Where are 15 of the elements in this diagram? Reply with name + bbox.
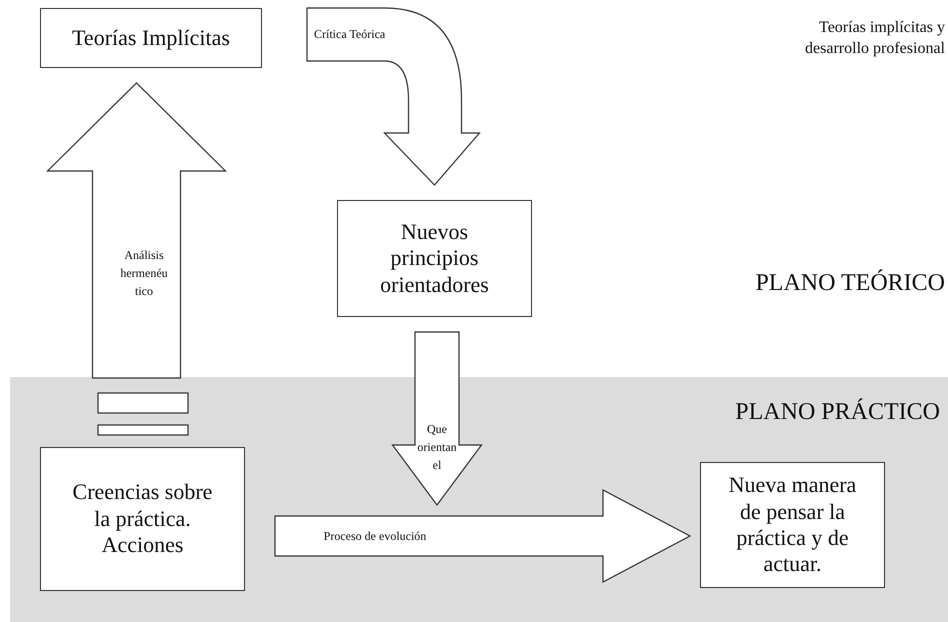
edge-label: Proceso de evolución [322, 528, 428, 545]
concept-box: Nueva manera de pensar la práctica y de actuar. [700, 462, 885, 588]
block-arrow [46, 82, 227, 379]
plane-heading: PLANO TEÓRICO [755, 268, 945, 298]
concept-box: Nuevos principios orientadores [337, 200, 532, 317]
diagram-note: Teorías implícitas y desarrollo profesional [804, 18, 945, 59]
block-arrow [274, 489, 692, 583]
edge-label: Que orientan el [416, 421, 458, 474]
edge-label: Análisis hermenéu tico [119, 247, 169, 300]
concept-box: Teorías Implícitas [40, 8, 262, 68]
edge-label: Crítica Teórica [314, 26, 386, 43]
plane-heading: PLANO PRÁCTICO [735, 399, 940, 426]
block-arrow [391, 331, 483, 506]
curved-block-arrow [306, 7, 480, 186]
concept-box: Creencias sobre la práctica. Acciones [40, 447, 245, 591]
